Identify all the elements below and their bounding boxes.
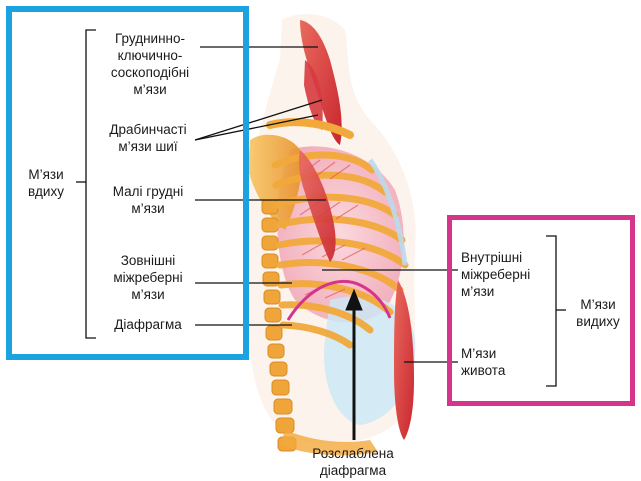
label-abdominal: М’язи живота <box>461 345 541 379</box>
label-scalene: Драбинчасті м’язи шиї <box>98 121 198 155</box>
label-relaxed-diaphragm: Розслаблена діафрагма <box>288 445 418 479</box>
inhale-group-title: М’язи вдиху <box>18 166 74 200</box>
label-pectoralis-minor: Малі грудні м’язи <box>98 183 198 217</box>
exhale-group-title: М’язи видиху <box>568 296 628 330</box>
label-external-intercostal: Зовнішні міжреберні м’язи <box>98 252 198 303</box>
label-diaphragm: Діафрагма <box>98 316 198 333</box>
label-sternocleidomastoid: Груднинно- ключично- соскоподібні м’язи <box>100 30 200 98</box>
label-internal-intercostal: Внутрішні міжреберні м’язи <box>461 249 551 300</box>
